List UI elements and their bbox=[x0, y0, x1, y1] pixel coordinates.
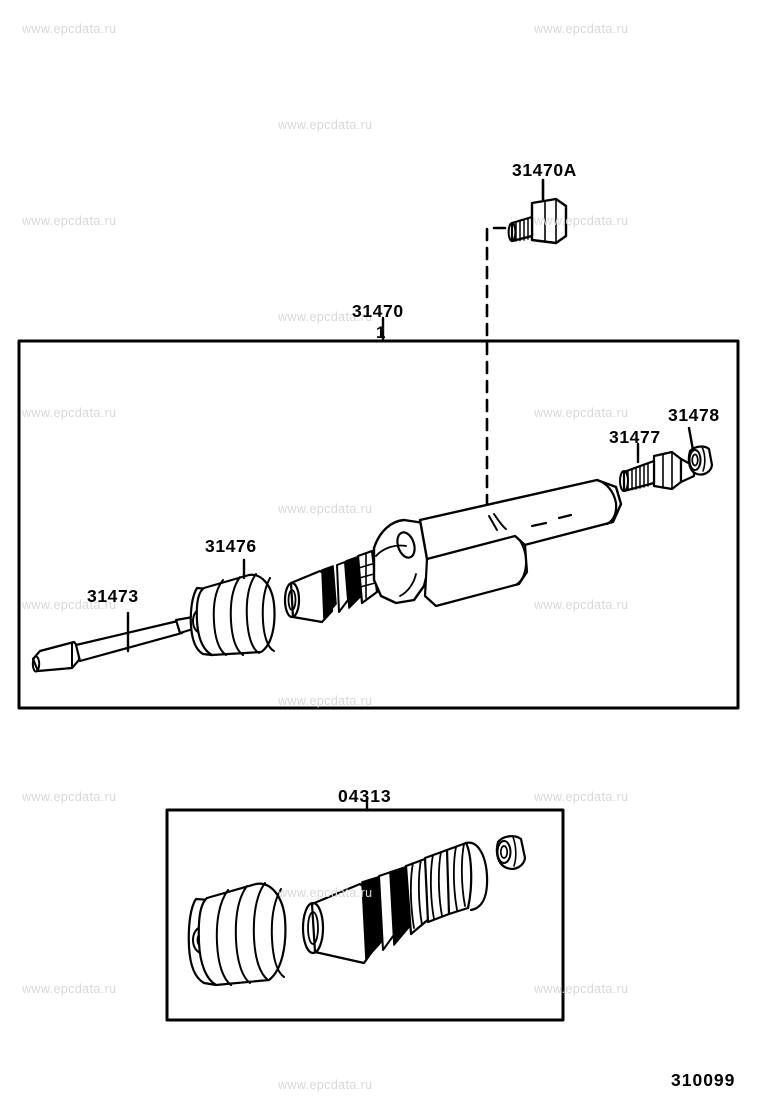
repair-kit-label-04313: 04313 bbox=[338, 786, 392, 806]
diagram-id: 310099 bbox=[671, 1070, 736, 1090]
part-31470-release-cylinder-body bbox=[372, 478, 623, 608]
part-31478-bleeder-cap bbox=[687, 445, 714, 476]
quantity-marker-31470: 1 bbox=[376, 323, 386, 342]
callout-label-31477: 31477 bbox=[609, 427, 661, 447]
callout-label-31478: 31478 bbox=[668, 405, 720, 425]
kit-part-piston-with-seals bbox=[301, 841, 489, 965]
callout-label-31476: 31476 bbox=[205, 536, 257, 556]
leader-31478 bbox=[687, 426, 695, 452]
main-assembly-frame bbox=[17, 339, 740, 710]
part-31476-dust-boot bbox=[189, 573, 276, 657]
callout-label-31470A: 31470A bbox=[512, 160, 577, 180]
piston-seal-assembly bbox=[283, 549, 379, 624]
dashed-locator-line bbox=[485, 226, 507, 530]
kit-part-cup-seal bbox=[495, 835, 527, 870]
callout-label-31473: 31473 bbox=[87, 586, 139, 606]
callout-label-31470: 31470 bbox=[352, 301, 404, 321]
part-31477-bleeder-screw bbox=[619, 450, 696, 493]
part-31470A-bleeder-plug bbox=[507, 197, 568, 245]
kit-part-dust-boot bbox=[187, 882, 287, 987]
